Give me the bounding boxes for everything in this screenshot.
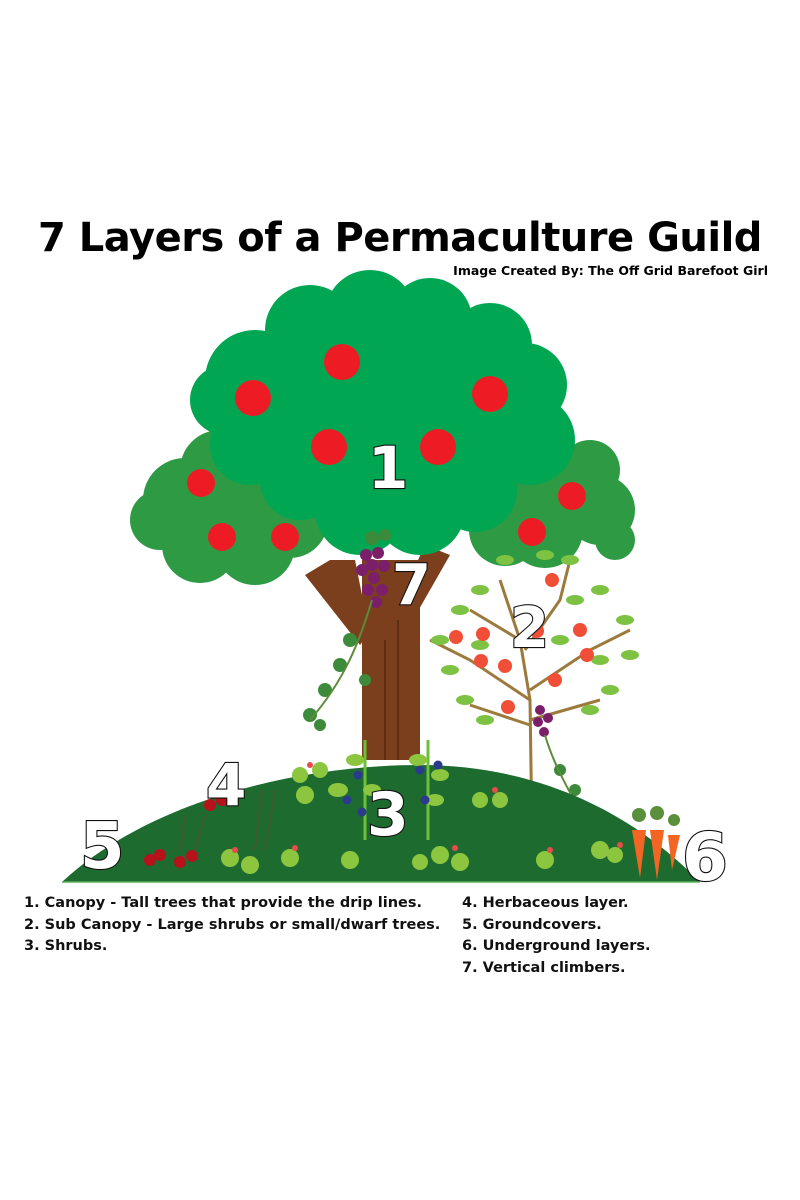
legend-item-sub-canopy: 2. Sub Canopy - Large shrubs or small/dw… bbox=[24, 916, 441, 933]
legend-left-column: 1. Canopy - Tall trees that provide the … bbox=[24, 893, 440, 958]
layer-marker-1: 1 bbox=[368, 434, 408, 502]
carrots bbox=[632, 806, 680, 880]
legend-item-groundcovers: 5. Groundcovers. bbox=[462, 916, 602, 933]
legend-item-underground: 6. Underground layers. bbox=[462, 938, 651, 954]
blueberry-shrubs bbox=[328, 740, 449, 840]
layer-marker-6: 6 bbox=[682, 819, 728, 896]
image-credit: Image Created By: The Off Grid Barefoot … bbox=[453, 263, 768, 278]
legend-item-vertical-climbers: 7. Vertical climbers. bbox=[462, 959, 626, 976]
legend-right-column: 4. Herbaceous layer. 5. Groundcovers. 6.… bbox=[462, 893, 651, 979]
canopy-tree-trunk bbox=[305, 545, 450, 760]
legend-item-shrubs: 3. Shrubs. bbox=[24, 938, 108, 954]
grape-vine bbox=[303, 529, 591, 831]
layer-marker-2: 2 bbox=[510, 596, 549, 661]
legend-item-canopy: 1. Canopy - Tall trees that provide the … bbox=[24, 895, 423, 911]
legend-item-herbaceous: 4. Herbaceous layer. bbox=[462, 895, 629, 911]
layer-marker-4: 4 bbox=[206, 751, 246, 819]
layer-markers: 1 2 3 4 5 6 7 bbox=[79, 433, 729, 897]
herbaceous-plants bbox=[144, 762, 623, 874]
layer-marker-3: 3 bbox=[367, 780, 409, 850]
canopy-fruit bbox=[187, 344, 586, 551]
layer-marker-7: 7 bbox=[392, 553, 431, 618]
layer-marker-5: 5 bbox=[80, 810, 125, 884]
diagram-title: 7 Layers of a Permaculture Guild bbox=[38, 215, 762, 261]
canopy-tree-main-foliage bbox=[190, 270, 575, 555]
